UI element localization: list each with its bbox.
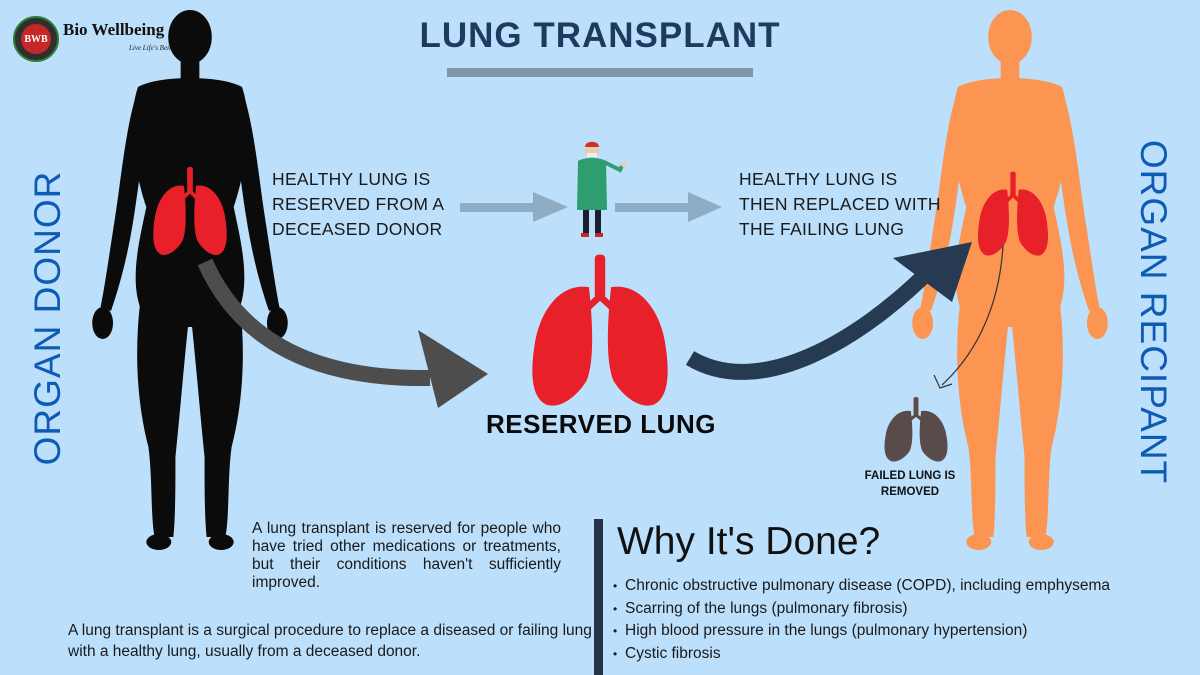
step-reserve-text: HEALTHY LUNG IS RESERVED FROM A DECEASED… bbox=[272, 169, 444, 239]
curved-arrow-icon bbox=[197, 258, 488, 408]
reserved-info-paragraph: A lung transplant is reserved for people… bbox=[252, 520, 561, 591]
logo-badge-icon: BWB bbox=[13, 16, 59, 62]
definition-paragraph: A lung transplant is a surgical procedur… bbox=[68, 622, 592, 660]
surgeon-icon bbox=[577, 141, 627, 237]
bullet-icon: • bbox=[613, 624, 618, 638]
list-item: • Scarring of the lungs (pulmonary fibros… bbox=[613, 598, 1110, 621]
step-replace-text: HEALTHY LUNG IS THEN REPLACED WITH THE F… bbox=[739, 169, 941, 239]
logo-badge-text: BWB bbox=[21, 24, 51, 54]
step-arrow-icon bbox=[460, 192, 568, 222]
list-item: • High blood pressure in the lungs (pulmo… bbox=[613, 620, 1110, 643]
organ-donor-label: ORGAN DONOR bbox=[27, 170, 68, 466]
brand-logo[interactable]: BWB Bio Wellbeing Live Life's Being! bbox=[13, 14, 213, 64]
list-item: • Chronic obstructive pulmonary disease (… bbox=[613, 575, 1110, 598]
failed-lung-label: FAILED LUNG IS REMOVED bbox=[864, 470, 956, 498]
reserved-lung-icon bbox=[533, 255, 667, 405]
list-item-text: Cystic fibrosis bbox=[625, 644, 721, 662]
curved-arrow-icon bbox=[685, 242, 972, 380]
list-item-text: High blood pressure in the lungs (pulmon… bbox=[625, 622, 1028, 639]
donor-body-icon bbox=[92, 10, 288, 550]
brand-tagline: Live Life's Being! bbox=[129, 44, 179, 52]
section-divider bbox=[594, 519, 603, 675]
why-heading: Why It's Done? bbox=[617, 520, 881, 563]
list-item-text: Chronic obstructive pulmonary disease (C… bbox=[625, 577, 1111, 594]
bullet-icon: • bbox=[613, 579, 618, 593]
why-list: • Chronic obstructive pulmonary disease (… bbox=[613, 575, 1110, 665]
brand-name: Bio Wellbeing bbox=[63, 20, 165, 39]
removal-arrow-icon bbox=[933, 244, 1004, 389]
step-arrow-icon bbox=[615, 192, 722, 222]
failed-lung-icon bbox=[883, 395, 949, 463]
bullet-icon: • bbox=[613, 646, 618, 661]
list-item-text: Scarring of the lungs (pulmonary fibrosi… bbox=[625, 599, 908, 617]
bullet-icon: • bbox=[613, 601, 618, 616]
page-title: LUNG TRANSPLANT bbox=[419, 16, 781, 55]
title-underline bbox=[447, 68, 753, 77]
organ-recipient-label: ORGAN RECIPANT bbox=[1133, 139, 1174, 485]
reserved-lung-label: RESERVED LUNG bbox=[486, 409, 716, 439]
list-item: • Cystic fibrosis bbox=[613, 643, 1110, 666]
